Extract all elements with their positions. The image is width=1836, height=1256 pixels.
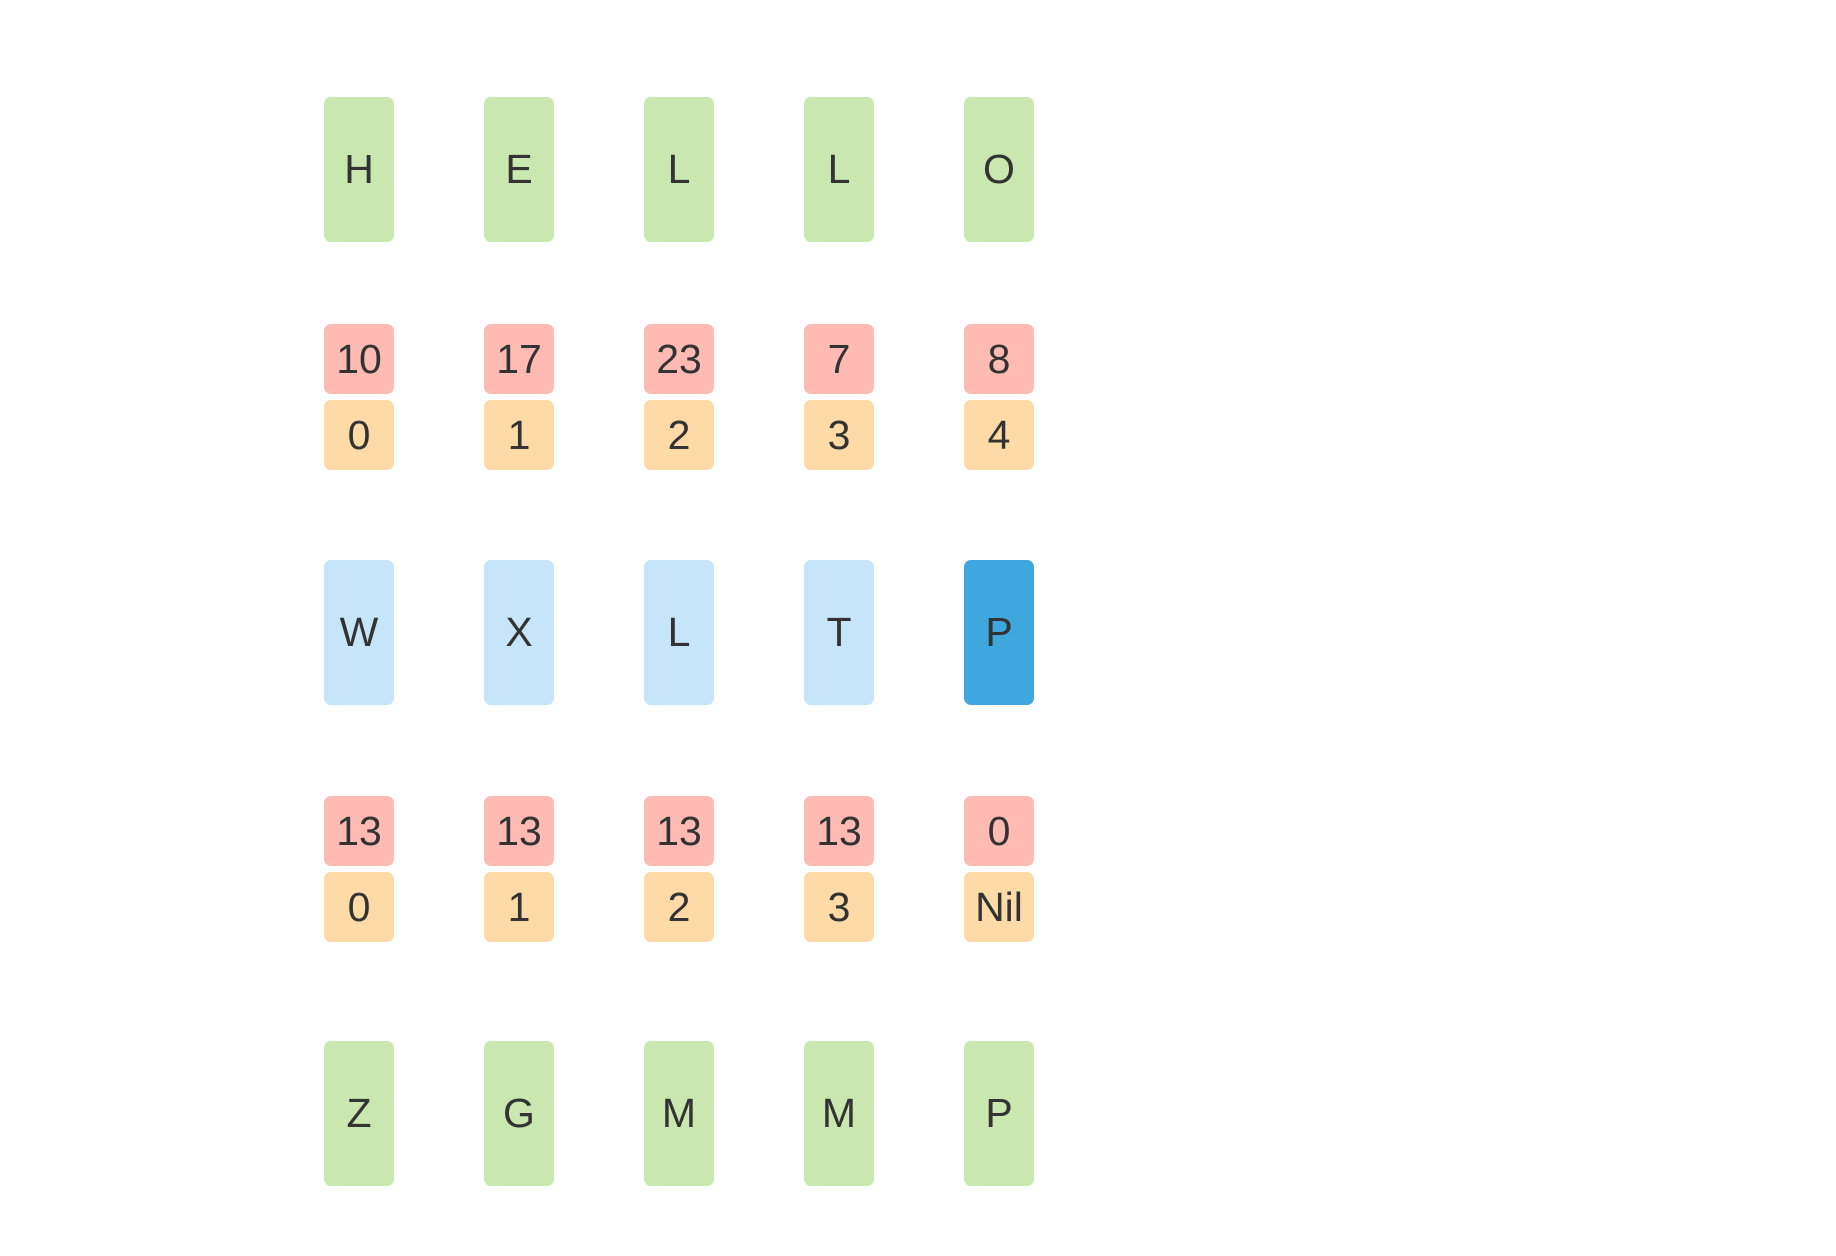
plaintext-index-tile-4: 4 <box>964 400 1034 470</box>
plaintext-value-tile-0: 10 <box>324 324 394 394</box>
plaintext-value-tile-1: 17 <box>484 324 554 394</box>
key-value-tile-3: 13 <box>804 796 874 866</box>
plaintext-index-tile-1: 1 <box>484 400 554 470</box>
key-letter-tile-2: L <box>644 560 714 705</box>
plaintext-index-tile-0: 0 <box>324 400 394 470</box>
result-letter-tile-2: M <box>644 1041 714 1186</box>
result-letter-tile-3: M <box>804 1041 874 1186</box>
plaintext-letter-tile-3: L <box>804 97 874 242</box>
key-value-tile-0: 13 <box>324 796 394 866</box>
plaintext-value-tile-3: 7 <box>804 324 874 394</box>
result-letter-tile-0: Z <box>324 1041 394 1186</box>
plaintext-value-tile-2: 23 <box>644 324 714 394</box>
plaintext-letter-tile-0: H <box>324 97 394 242</box>
key-index-tile-2: 2 <box>644 872 714 942</box>
plaintext-value-tile-4: 8 <box>964 324 1034 394</box>
key-index-tile-3: 3 <box>804 872 874 942</box>
key-index-tile-1: 1 <box>484 872 554 942</box>
plaintext-index-tile-3: 3 <box>804 400 874 470</box>
key-letter-tile-3: T <box>804 560 874 705</box>
plaintext-letter-tile-1: E <box>484 97 554 242</box>
result-letter-tile-4: P <box>964 1041 1034 1186</box>
key-letter-tile-1: X <box>484 560 554 705</box>
key-value-tile-1: 13 <box>484 796 554 866</box>
key-letter-tile-4: P <box>964 560 1034 705</box>
plaintext-letter-tile-4: O <box>964 97 1034 242</box>
plaintext-index-tile-2: 2 <box>644 400 714 470</box>
key-index-tile-0: 0 <box>324 872 394 942</box>
result-letter-tile-1: G <box>484 1041 554 1186</box>
key-value-tile-4: 0 <box>964 796 1034 866</box>
key-letter-tile-0: W <box>324 560 394 705</box>
plaintext-letter-tile-2: L <box>644 97 714 242</box>
key-value-tile-2: 13 <box>644 796 714 866</box>
key-index-tile-4: Nil <box>964 872 1034 942</box>
